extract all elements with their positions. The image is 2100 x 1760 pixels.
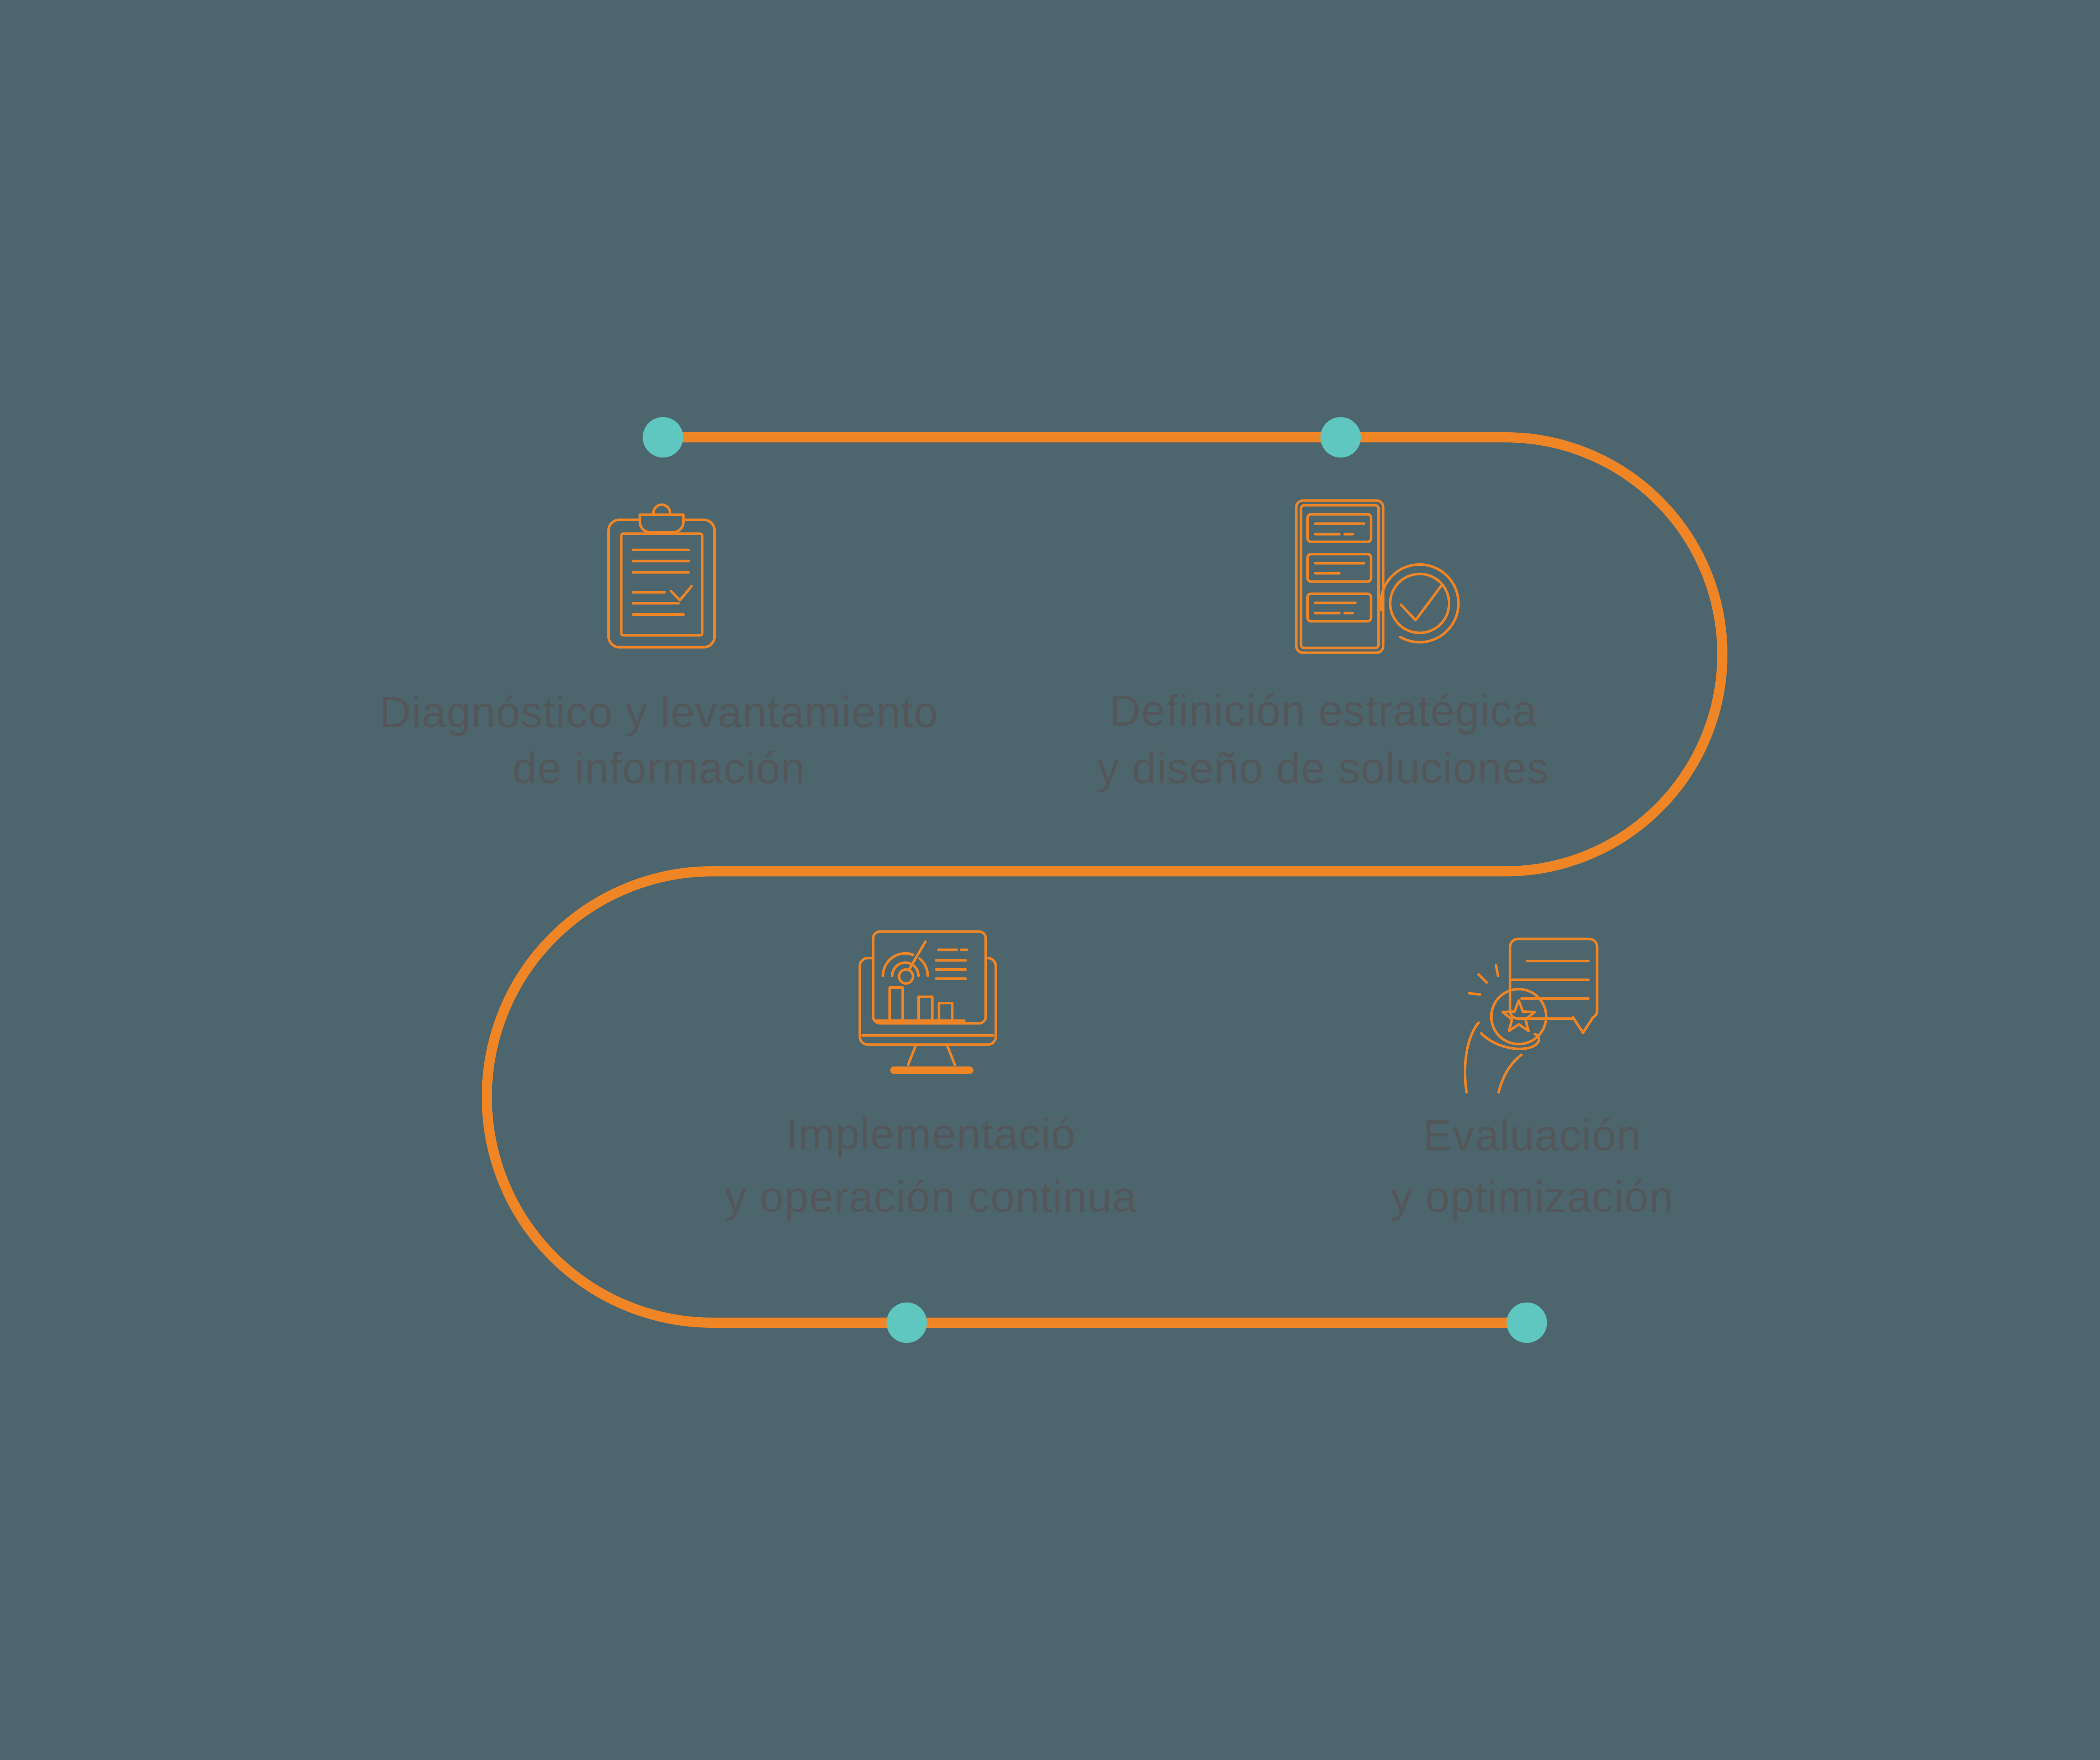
flow-node-dot-4 xyxy=(1507,1302,1547,1343)
document-list-check-icon xyxy=(1295,499,1460,654)
flow-path xyxy=(482,432,1727,1328)
dashboard-monitor-icon xyxy=(858,930,997,1074)
step-4-label-line-1: Evaluación xyxy=(1423,1111,1641,1159)
step-2-label-line-1: Definición estratégica xyxy=(1109,686,1537,735)
step-3-label-line-1: Implementació xyxy=(786,1109,1076,1158)
step-1-label-line-2: de información xyxy=(512,744,806,793)
hand-star-feedback-icon xyxy=(1464,938,1599,1094)
flow-node-dot-3 xyxy=(886,1302,927,1343)
step-4-label-line-2: y optimización xyxy=(1391,1172,1674,1221)
flow-node-dot-2 xyxy=(1320,417,1361,458)
flow-node-dot-1 xyxy=(643,417,683,458)
step-1-label-line-1: Diagnóstico y levantamiento xyxy=(380,688,938,736)
step-2-label-line-2: y diseño de soluciones xyxy=(1097,744,1549,793)
clipboard-checklist-icon xyxy=(607,503,716,649)
step-3-label-line-2: y operación continua xyxy=(724,1172,1137,1221)
